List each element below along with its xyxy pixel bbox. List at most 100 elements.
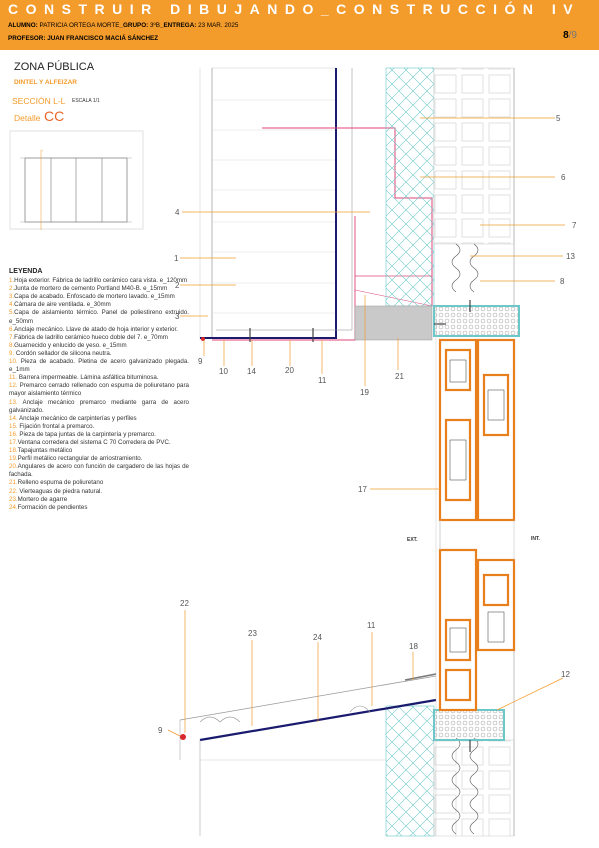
int-label: INT. bbox=[531, 536, 541, 542]
legend-item: 4.Cámara de aire ventilada. e_30mm bbox=[9, 301, 189, 309]
legend-item: 24.Formación de pendientes bbox=[9, 504, 189, 512]
callout-9b: 9 bbox=[158, 726, 163, 735]
legend-number: 4. bbox=[9, 301, 15, 309]
anchors bbox=[249, 300, 471, 752]
legend-item: 8.Guarnecido y enlucido de yeso. e_15mm bbox=[9, 342, 189, 350]
legend-number: 13. bbox=[9, 398, 18, 406]
legend-list: 1.Hoja exterior. Fábrica de ladrillo cer… bbox=[9, 277, 189, 512]
legend-item: 13. Anclaje mecánico premarco mediante g… bbox=[9, 399, 189, 415]
callout-13: 13 bbox=[566, 252, 575, 261]
legend-number: 15. bbox=[9, 422, 18, 430]
callout-17: 17 bbox=[358, 485, 367, 494]
legend-text: Junta de mortero de cemento Portland M40… bbox=[14, 285, 168, 293]
legend-number: 6. bbox=[9, 325, 15, 333]
group: 3ºB bbox=[149, 22, 160, 29]
legend-item: 1.Hoja exterior. Fábrica de ladrillo cer… bbox=[9, 277, 189, 285]
legend-item: 14. Anclaje mecánico de carpinterías y p… bbox=[9, 415, 189, 423]
legend-item: 3.Capa de acabado. Enfoscado de mortero … bbox=[9, 293, 189, 301]
legend-item: 19.Perfil metálico rectangular de arrios… bbox=[9, 455, 189, 463]
legend-item: 23.Mortero de agarre bbox=[9, 496, 189, 504]
svg-text:↑: ↑ bbox=[41, 148, 43, 153]
legend-text: Pieza de acabado. Pletina de acero galva… bbox=[9, 358, 189, 374]
legend-text: Capa de aislamiento térmico. Panel de po… bbox=[9, 309, 189, 325]
legend-text: Fijación frontal a premarco. bbox=[17, 422, 95, 430]
callout-2: 2 bbox=[175, 281, 180, 290]
legend-number: 9. bbox=[9, 349, 15, 357]
legend-number: 10. bbox=[9, 358, 18, 366]
callout-23: 23 bbox=[248, 629, 257, 638]
page-title: CONSTRUIR DIBUJANDO_CONSTRUCCIÓN IV bbox=[8, 1, 581, 17]
detail-subtitle: DINTEL Y ALFEIZAR bbox=[14, 79, 77, 86]
callout-20: 20 bbox=[285, 366, 294, 375]
pre-frame-bottom bbox=[433, 709, 505, 741]
callout-7: 7 bbox=[572, 221, 577, 230]
legend-item: 2.Junta de mortero de cemento Portland M… bbox=[9, 285, 189, 293]
header-bar: CONSTRUIR DIBUJANDO_CONSTRUCCIÓN IV ALUM… bbox=[0, 0, 599, 50]
callout-21: 21 bbox=[395, 372, 404, 381]
callout-8: 8 bbox=[560, 277, 565, 286]
air-cavity-hatch bbox=[385, 67, 435, 307]
legend-item: 17.Ventana corredera del sistema C 70 Co… bbox=[9, 439, 189, 447]
legend-number: 1. bbox=[9, 277, 15, 285]
legend-text: Premarco cerrado rellenado con espuma de… bbox=[9, 382, 189, 398]
outer-brick-leaf bbox=[199, 67, 337, 340]
legend-item: 18.Tapajuntas metálico bbox=[9, 447, 189, 455]
legend-item: 7.Fábrica de ladrillo cerámico hueco dob… bbox=[9, 334, 189, 342]
legend-item: 6.Anclaje mecánico. Llave de atado de ho… bbox=[9, 326, 189, 334]
callout-24: 24 bbox=[313, 633, 322, 642]
callout-9: 9 bbox=[198, 357, 203, 366]
legend-text: Anclaje mecánico. Llave de atado de hoja… bbox=[14, 325, 178, 333]
section-label: SECCIÓN L-L bbox=[12, 96, 66, 106]
legend-item: 10. Pieza de acabado. Pletina de acero g… bbox=[9, 358, 189, 374]
legend: LEYENDA 1.Hoja exterior. Fábrica de ladr… bbox=[9, 268, 189, 512]
legend-text: Ventana corredera del sistema C 70 Corre… bbox=[17, 438, 171, 446]
legend-number: 14. bbox=[9, 414, 18, 422]
legend-number: 2. bbox=[9, 285, 15, 293]
legend-item: 15. Fijación frontal a premarco. bbox=[9, 423, 189, 431]
legend-item: 11. Barrera impermeable. Lámina asfáltic… bbox=[9, 374, 189, 382]
legend-text: Vierteaguas de piedra natural. bbox=[17, 487, 103, 495]
legend-text: Cordón sellador de silicona neutra. bbox=[14, 349, 112, 357]
legend-item: 21.Relleno espuma de poliuretano bbox=[9, 479, 189, 487]
student-line: ALUMNO: PATRICIA ORTEGA MORTE_GRUPO: 3ºB… bbox=[8, 22, 239, 29]
legend-text: Pieza de tapa juntas de la carpintería y… bbox=[17, 430, 156, 438]
detail-label: Detalle bbox=[14, 113, 41, 123]
key-plan: ↑ bbox=[9, 130, 144, 230]
scale-label: ESCALA 1/1 bbox=[72, 98, 100, 104]
professor-line: PROFESOR: JUAN FRANCISCO MACIÁ SÁNCHEZ bbox=[8, 35, 159, 42]
legend-text: Angulares de acero con función de cargad… bbox=[9, 463, 189, 479]
zone-title: ZONA PÚBLICA bbox=[14, 61, 95, 73]
legend-text: Capa de acabado. Enfoscado de mortero la… bbox=[14, 293, 175, 301]
professor-name: JUAN FRANCISCO MACIÁ SÁNCHEZ bbox=[47, 35, 159, 42]
legend-text: Hoja exterior. Fábrica de ladrillo cerám… bbox=[14, 277, 188, 285]
legend-text: Perfil metálico rectangular de arriostra… bbox=[17, 455, 143, 463]
legend-number: 8. bbox=[9, 341, 15, 349]
callout-3: 3 bbox=[175, 312, 180, 321]
legend-number: 17. bbox=[9, 438, 18, 446]
callout-11b: 11 bbox=[367, 621, 376, 630]
legend-item: 9. Cordón sellador de silicona neutra. bbox=[9, 350, 189, 358]
legend-item: 20.Angulares de acero con función de car… bbox=[9, 463, 189, 479]
legend-text: Anclaje mecánico de carpinterías y perfi… bbox=[17, 414, 137, 422]
delivery-date: 23 MAR. 2025 bbox=[198, 22, 239, 29]
pre-frame-top bbox=[433, 305, 520, 337]
legend-text: Fábrica de ladrillo cerámico hueco doble… bbox=[14, 333, 168, 341]
callout-11: 11 bbox=[318, 376, 327, 385]
legend-number: 19. bbox=[9, 455, 18, 463]
waterproof-barrier bbox=[200, 68, 337, 339]
student-name: PATRICIA ORTEGA MORTE bbox=[39, 22, 120, 29]
legend-text: Formación de pendientes bbox=[17, 503, 88, 511]
legend-number: 20. bbox=[9, 463, 18, 471]
ext-label: EXT. bbox=[407, 537, 418, 543]
legend-text: Guarnecido y enlucido de yeso. e_15mm bbox=[14, 341, 127, 349]
legend-text: Mortero de agarre bbox=[17, 495, 68, 503]
legend-number: 12. bbox=[9, 382, 18, 390]
callout-4: 4 bbox=[175, 208, 180, 217]
legend-number: 22. bbox=[9, 487, 18, 495]
callout-12: 12 bbox=[561, 670, 570, 679]
callout-1: 1 bbox=[174, 254, 179, 263]
callout-5: 5 bbox=[556, 114, 561, 123]
legend-number: 23. bbox=[9, 495, 18, 503]
callout-19: 19 bbox=[360, 388, 369, 397]
